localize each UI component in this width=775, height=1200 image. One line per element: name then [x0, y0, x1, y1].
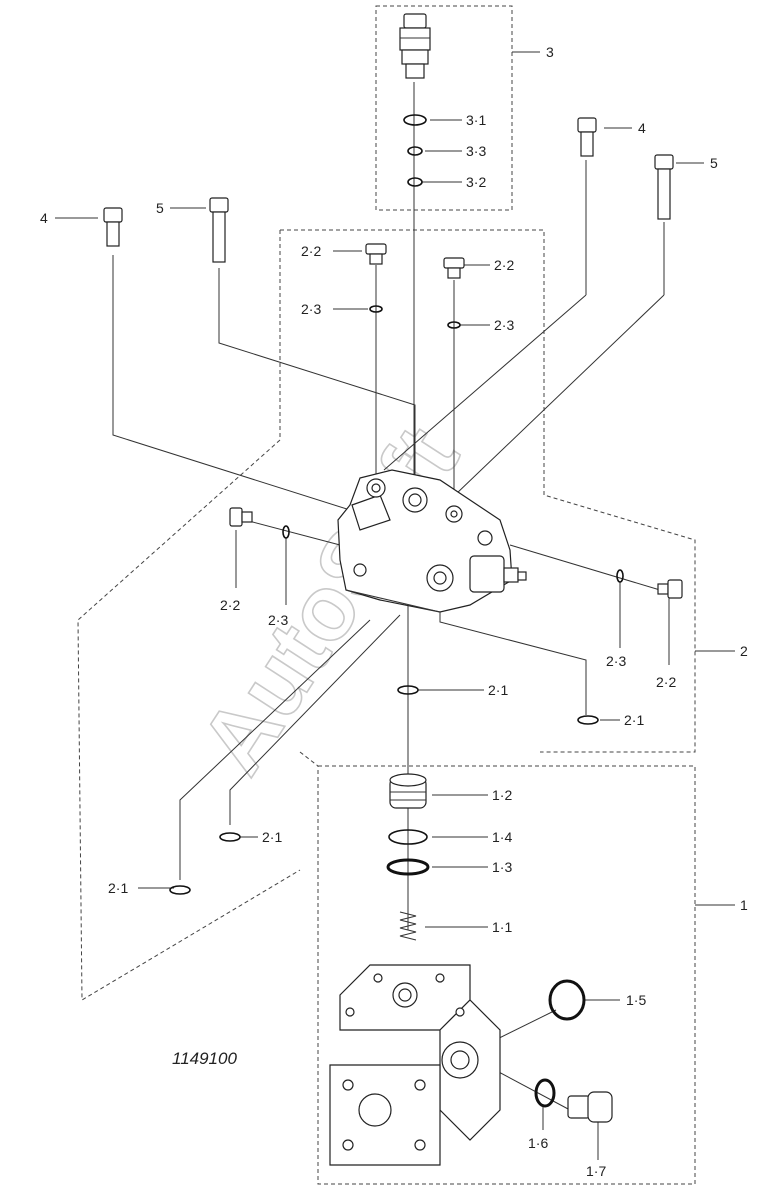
plug-2-2-top-left: [365, 243, 387, 265]
group-box-2: [280, 229, 696, 753]
label-2-3-left: 2·3: [268, 612, 288, 628]
label-3: 3: [546, 44, 554, 60]
group-box-1-link: [299, 751, 319, 767]
bolt-4-left: [103, 207, 123, 247]
label-1-6: 1·6: [528, 1135, 548, 1151]
group-box-3: [375, 5, 513, 211]
relief-valve-part: [399, 13, 431, 79]
leader-lines: [55, 51, 735, 1160]
plug-2-2-left: [229, 507, 253, 527]
label-2: 2: [740, 643, 748, 659]
label-1-7: 1·7: [586, 1163, 606, 1179]
o-ring-2-3-top-right: [447, 321, 461, 329]
o-ring-3-3: [407, 146, 423, 156]
o-ring-1-3: [386, 858, 430, 876]
label-4-top: 4: [638, 120, 646, 136]
figure-number: 1149100: [172, 1049, 237, 1068]
group-box-1: [317, 765, 696, 1185]
label-2-3-top-right: 2·3: [494, 317, 514, 333]
label-3-3: 3·3: [466, 143, 486, 159]
o-ring-1-6: [534, 1078, 556, 1108]
o-ring-1-5: [548, 979, 586, 1021]
o-ring-2-3-left: [282, 525, 290, 539]
label-2-2-left: 2·2: [220, 597, 240, 613]
plug-1-7: [567, 1091, 613, 1123]
label-5-left: 5: [156, 200, 164, 216]
o-ring-3-2: [407, 177, 423, 187]
valve-body-part: [329, 964, 501, 1166]
label-1-5: 1·5: [626, 992, 646, 1008]
plug-2-2-top-right: [443, 257, 465, 279]
backup-ring-1-4: [388, 829, 428, 845]
bolt-5-left: [209, 197, 229, 263]
group-box-2-left: [77, 230, 301, 1001]
label-1-2: 1·2: [492, 787, 512, 803]
bolt-5-right: [654, 154, 674, 220]
label-2-2-top-right: 2·2: [494, 257, 514, 273]
label-2-3-right: 2·3: [606, 653, 626, 669]
o-ring-2-3-right: [616, 569, 624, 583]
label-1-3: 1·3: [492, 859, 512, 875]
valve-housing-part: [337, 469, 527, 613]
label-2-1-center: 2·1: [488, 682, 508, 698]
o-ring-2-1-center: [397, 685, 419, 695]
label-1-1: 1·1: [492, 919, 512, 935]
o-ring-2-1-left-upper: [219, 832, 241, 842]
spring-1-1: [399, 911, 417, 941]
label-5-top: 5: [710, 155, 718, 171]
label-2-1-left-upper: 2·1: [262, 829, 282, 845]
label-2-1-right: 2·1: [624, 712, 644, 728]
label-1-4: 1·4: [492, 829, 512, 845]
label-2-3-top-left: 2·3: [301, 301, 321, 317]
plug-2-2-right: [657, 579, 683, 599]
o-ring-2-3-top-left: [369, 305, 383, 313]
label-3-1: 3·1: [466, 112, 486, 128]
o-ring-2-1-left-lower: [169, 885, 191, 895]
label-2-2-top-left: 2·2: [301, 243, 321, 259]
label-2-2-right: 2·2: [656, 674, 676, 690]
label-1: 1: [740, 897, 748, 913]
o-ring-2-1-right: [577, 715, 599, 725]
label-2-1-left-lower: 2·1: [108, 880, 128, 896]
label-3-2: 3·2: [466, 174, 486, 190]
label-4-left: 4: [40, 210, 48, 226]
o-ring-3-1: [403, 114, 427, 126]
bolt-4-right: [577, 117, 597, 157]
piston-1-2: [389, 773, 427, 809]
